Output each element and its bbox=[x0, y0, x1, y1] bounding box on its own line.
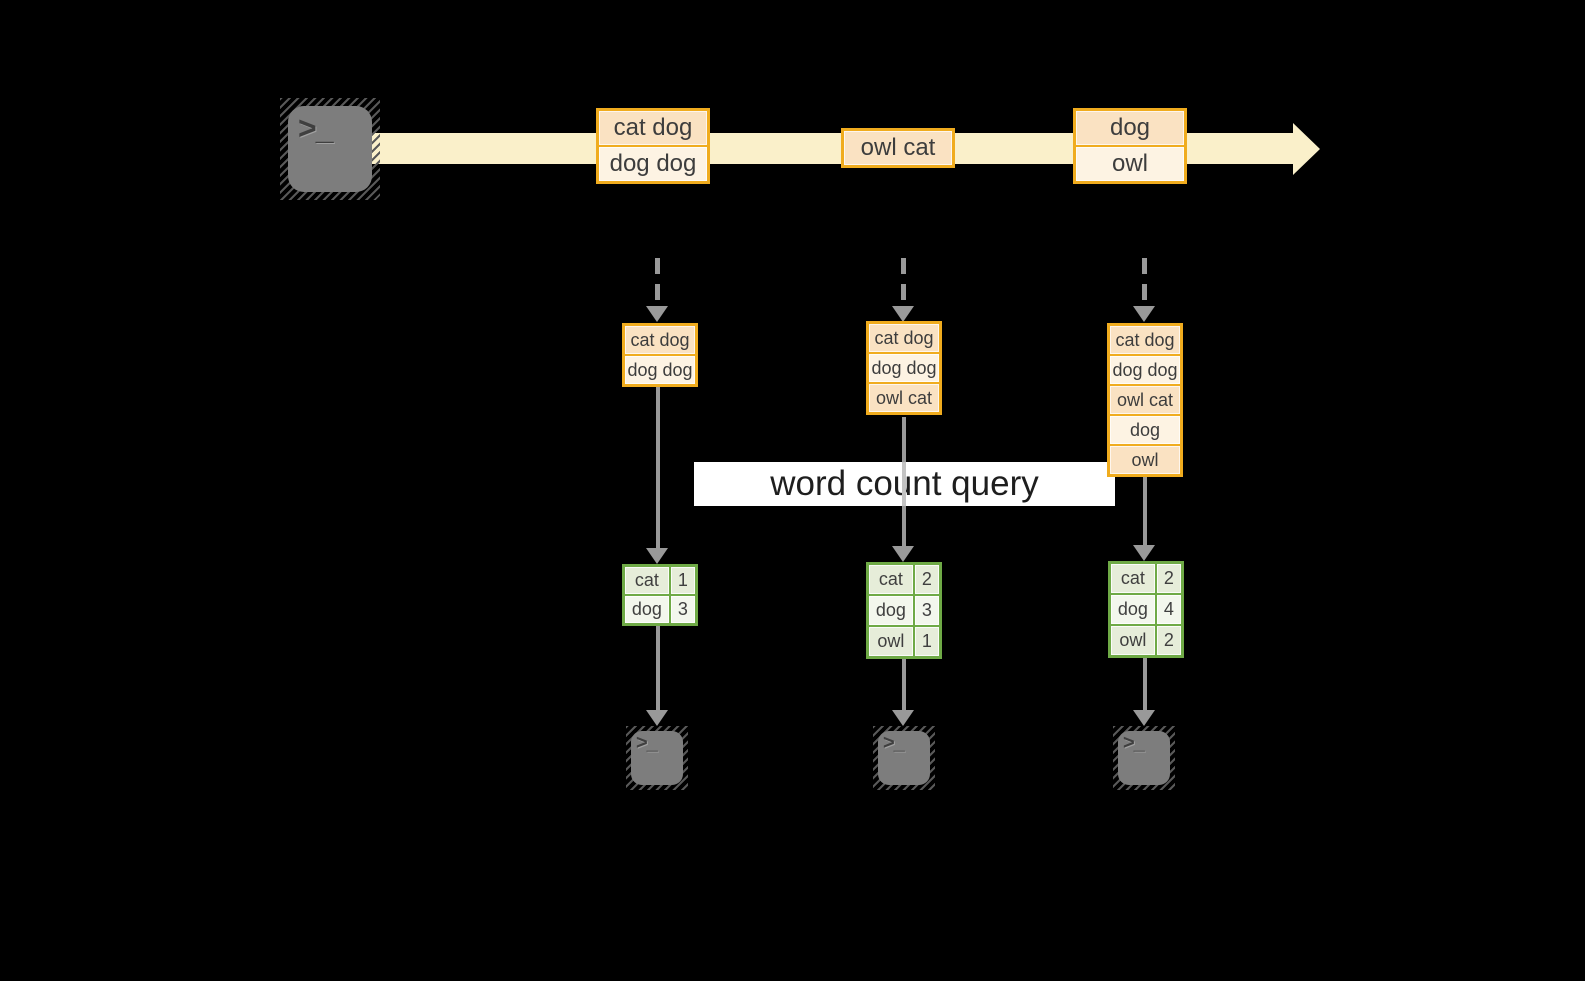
count-cell: 3 bbox=[670, 596, 695, 623]
received-event-line: owl bbox=[1110, 446, 1180, 474]
received-events-box-1: cat dog dog dog bbox=[622, 323, 698, 387]
sink-arrow-line bbox=[902, 659, 906, 710]
query-arrow-head-icon bbox=[646, 548, 668, 564]
terminal-prompt-glyph: >_ bbox=[636, 732, 658, 754]
count-cell: 2 bbox=[914, 565, 939, 594]
word-cell: dog bbox=[1111, 595, 1155, 624]
word-count-table-3: cat 2 dog 4 owl 2 bbox=[1108, 561, 1184, 658]
dashed-arrow-head-icon bbox=[892, 306, 914, 322]
event-line: dog dog bbox=[599, 147, 707, 181]
event-line: dog bbox=[1076, 111, 1184, 145]
received-event-line: cat dog bbox=[1110, 326, 1180, 354]
stream-arrowhead-icon bbox=[1293, 123, 1320, 175]
received-events-box-2: cat dog dog dog owl cat bbox=[866, 321, 942, 415]
received-event-line: dog bbox=[1110, 416, 1180, 444]
word-cell: dog bbox=[625, 596, 669, 623]
table-row: owl 1 bbox=[869, 627, 939, 656]
count-cell: 3 bbox=[914, 596, 939, 625]
query-arrow-line bbox=[1143, 477, 1147, 545]
table-row: cat 2 bbox=[869, 565, 939, 594]
stream-event-box-1: cat dog dog dog bbox=[596, 108, 710, 184]
consumer-terminal-icon-1: >_ bbox=[626, 726, 688, 790]
consumer-terminal-icon-3: >_ bbox=[1113, 726, 1175, 790]
table-row: cat 2 bbox=[1111, 564, 1181, 593]
dashed-arrow-line bbox=[1142, 258, 1147, 304]
terminal-body bbox=[878, 731, 930, 785]
stream-event-box-3: dog owl bbox=[1073, 108, 1187, 184]
query-arrow-head-icon bbox=[892, 546, 914, 562]
terminal-body bbox=[288, 106, 372, 192]
table-row: dog 4 bbox=[1111, 595, 1181, 624]
count-cell: 4 bbox=[1156, 595, 1181, 624]
table-row: owl 2 bbox=[1111, 626, 1181, 655]
event-line: owl bbox=[1076, 147, 1184, 181]
count-cell: 2 bbox=[1156, 564, 1181, 593]
count-cell: 1 bbox=[914, 627, 939, 656]
table-row: cat 1 bbox=[625, 567, 695, 594]
terminal-body bbox=[631, 731, 683, 785]
word-cell: cat bbox=[1111, 564, 1155, 593]
dashed-arrow-line bbox=[655, 258, 660, 304]
terminal-prompt-glyph: >_ bbox=[1123, 732, 1145, 754]
event-line: owl cat bbox=[844, 131, 952, 165]
received-event-line: cat dog bbox=[869, 324, 939, 352]
sink-arrow-line bbox=[1143, 658, 1147, 710]
query-arrow-head-icon bbox=[1133, 545, 1155, 561]
dashed-arrow-line bbox=[901, 258, 906, 304]
table-row: dog 3 bbox=[625, 596, 695, 623]
received-event-line: cat dog bbox=[625, 326, 695, 354]
received-event-line: dog dog bbox=[869, 354, 939, 382]
sink-arrow-line bbox=[656, 626, 660, 710]
event-line: cat dog bbox=[599, 111, 707, 145]
sink-arrow-head-icon bbox=[1133, 710, 1155, 726]
count-cell: 1 bbox=[670, 567, 695, 594]
count-cell: 2 bbox=[1156, 626, 1181, 655]
received-events-box-3: cat dog dog dog owl cat dog owl bbox=[1107, 323, 1183, 477]
received-event-line: owl cat bbox=[869, 384, 939, 412]
terminal-body bbox=[1118, 731, 1170, 785]
word-count-table-2: cat 2 dog 3 owl 1 bbox=[866, 562, 942, 659]
received-event-line: owl cat bbox=[1110, 386, 1180, 414]
received-event-line: dog dog bbox=[625, 356, 695, 384]
sink-arrow-head-icon bbox=[646, 710, 668, 726]
query-arrow-line bbox=[656, 387, 660, 548]
word-count-table-1: cat 1 dog 3 bbox=[622, 564, 698, 626]
source-terminal-icon: >_ bbox=[280, 98, 380, 200]
sink-arrow-head-icon bbox=[892, 710, 914, 726]
table-row: dog 3 bbox=[869, 596, 939, 625]
arrow-through-banner bbox=[902, 462, 906, 506]
word-cell: owl bbox=[1111, 626, 1155, 655]
word-cell: owl bbox=[869, 627, 913, 656]
word-cell: dog bbox=[869, 596, 913, 625]
terminal-prompt-glyph: >_ bbox=[883, 732, 905, 754]
terminal-prompt-glyph: >_ bbox=[298, 110, 333, 146]
word-cell: cat bbox=[869, 565, 913, 594]
word-cell: cat bbox=[625, 567, 669, 594]
dashed-arrow-head-icon bbox=[1133, 306, 1155, 322]
consumer-terminal-icon-2: >_ bbox=[873, 726, 935, 790]
stream-event-box-2: owl cat bbox=[841, 128, 955, 168]
received-event-line: dog dog bbox=[1110, 356, 1180, 384]
dashed-arrow-head-icon bbox=[646, 306, 668, 322]
